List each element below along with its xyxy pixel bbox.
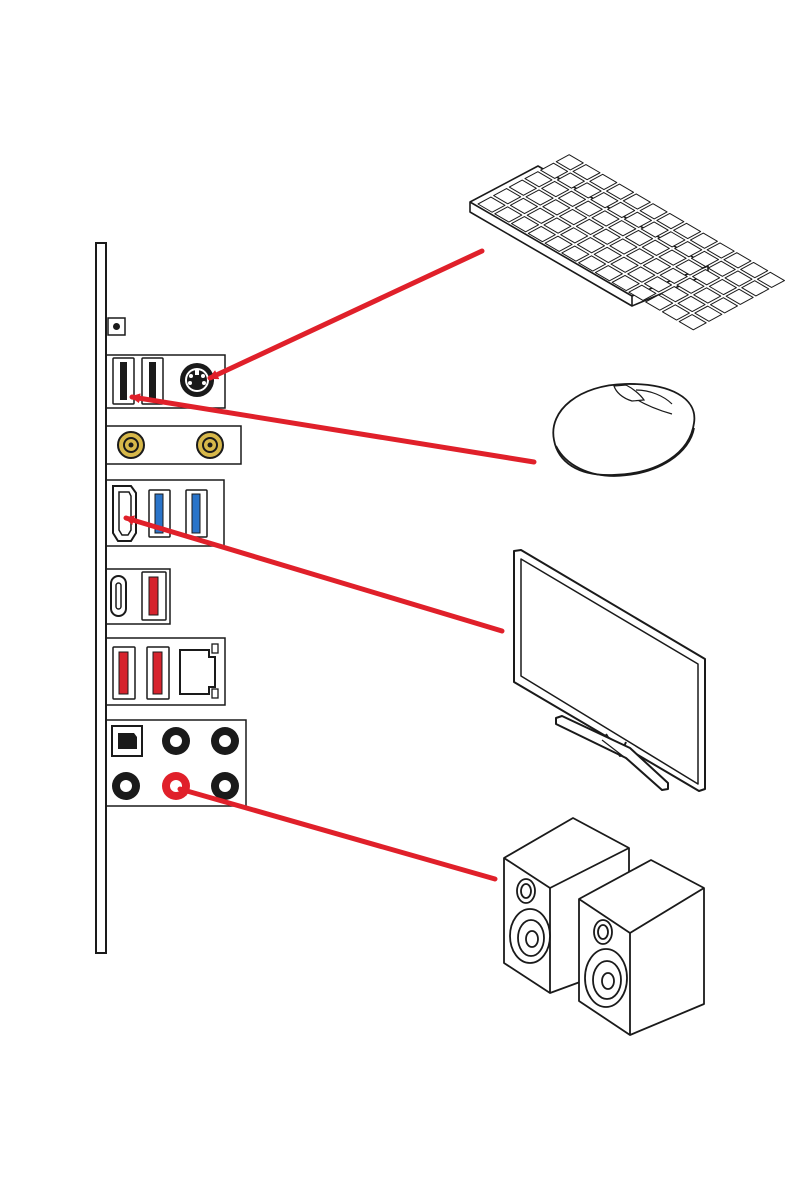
hdmi-port[interactable] — [113, 486, 136, 541]
audio-jack[interactable] — [162, 727, 190, 755]
audio-jack[interactable] — [211, 772, 239, 800]
reset-button[interactable] — [108, 318, 125, 335]
wifi-antenna-port[interactable] — [118, 432, 144, 458]
usb32-port[interactable] — [113, 647, 135, 699]
wifi-antenna-port[interactable] — [197, 432, 223, 458]
usb32-port[interactable] — [142, 572, 166, 620]
speakers-icon — [504, 818, 704, 1035]
arrow-speakers-to-lineout — [180, 789, 495, 879]
usb3-port[interactable] — [186, 490, 207, 537]
arrow-keyboard-to-ps2 — [210, 251, 482, 378]
io-panel — [96, 243, 246, 953]
keyboard-icon — [470, 155, 784, 330]
audio-line-out-jack[interactable] — [162, 772, 190, 800]
monitor-icon — [514, 550, 705, 791]
optical-spdif-port[interactable] — [112, 726, 142, 756]
audio-jack[interactable] — [211, 727, 239, 755]
lan-port[interactable] — [180, 644, 218, 698]
io-shield-edge — [96, 243, 106, 953]
usb32-port[interactable] — [147, 647, 169, 699]
mouse-icon — [553, 384, 694, 476]
usb-c-port[interactable] — [111, 576, 126, 616]
audio-jack[interactable] — [112, 772, 140, 800]
arrow-mouse-to-usb2 — [132, 397, 534, 462]
arrow-monitor-to-hdmi — [126, 518, 502, 631]
